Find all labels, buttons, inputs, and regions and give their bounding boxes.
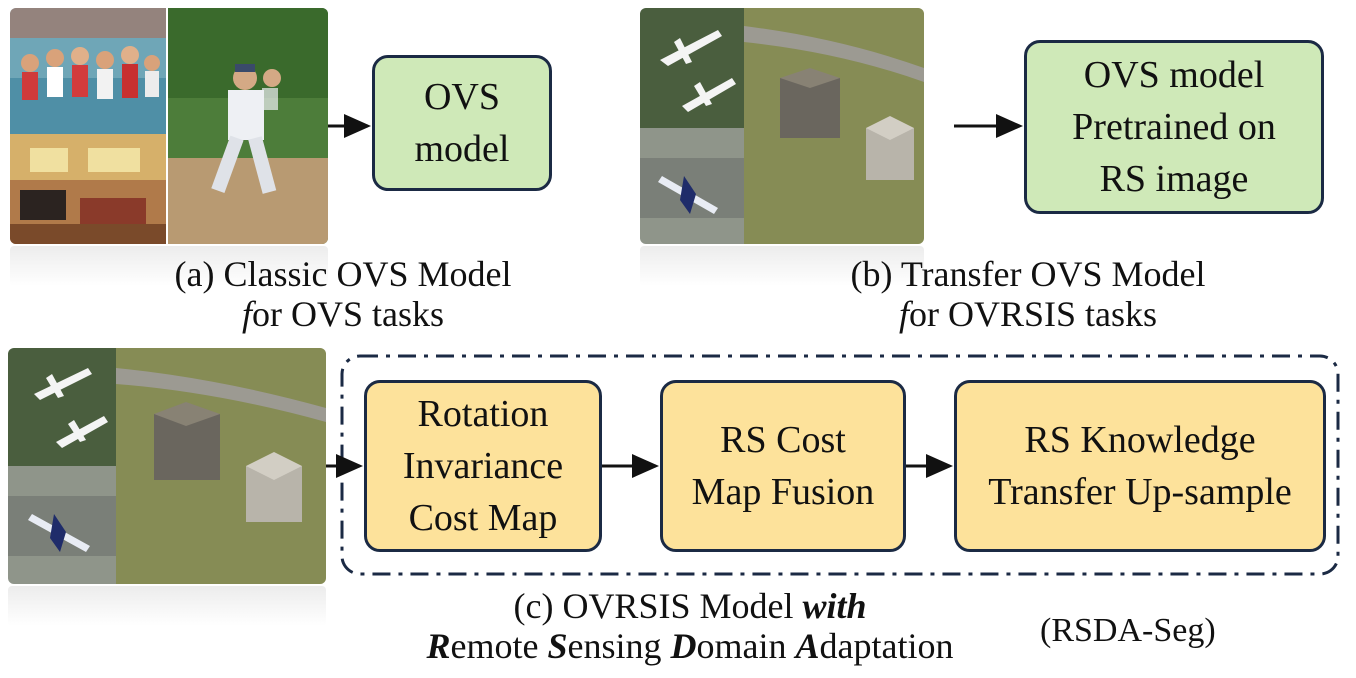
ovs-model-label: OVS model [414, 75, 510, 170]
collage-a-art [10, 8, 328, 244]
ovs-model-box: OVS model [372, 55, 552, 191]
rs-cost-map-fusion-label: RS Cost Map Fusion [691, 418, 875, 513]
ovrsis-rs-image-collage [8, 348, 326, 584]
rsda-seg-tag: (RSDA-Seg) [1040, 612, 1216, 649]
caption-b-line2: for OVRSIS tasks [898, 294, 1158, 335]
classic-ovs-image-collage [10, 8, 328, 244]
rs-cost-map-fusion-box: RS Cost Map Fusion [660, 380, 906, 552]
caption-b: (b) Transfer OVS Model for OVRSIS tasks [800, 254, 1256, 335]
caption-a-line1: (a) Classic OVS Model [174, 254, 512, 294]
pretrained-ovs-model-box: OVS model Pretrained on RS image [1024, 40, 1324, 214]
collage-c-art [8, 348, 326, 584]
collage-a-reflection [10, 246, 328, 286]
caption-a-line2: for OVS tasks [241, 294, 445, 335]
collage-b-reflection [640, 246, 924, 286]
collage-b-art [640, 8, 924, 244]
caption-b-line1: (b) Transfer OVS Model [850, 254, 1206, 294]
caption-c-line2: Remote Sensing Domain Adaptation [426, 626, 954, 667]
caption-c: (c) OVRSIS Model with Remote Sensing Dom… [360, 586, 1020, 667]
caption-a: (a) Classic OVS Model for OVS tasks [128, 254, 558, 335]
rs-knowledge-transfer-label: RS Knowledge Transfer Up-sample [988, 418, 1292, 513]
transfer-rs-image-collage [640, 8, 924, 244]
caption-c-line1: (c) OVRSIS Model with [513, 586, 867, 626]
rotation-invariance-cost-map-box: Rotation Invariance Cost Map [364, 380, 602, 552]
pretrained-ovs-model-label: OVS model Pretrained on RS image [1072, 53, 1276, 201]
collage-c-reflection [8, 586, 326, 626]
rotation-invariance-label: Rotation Invariance Cost Map [402, 392, 564, 540]
rs-knowledge-transfer-box: RS Knowledge Transfer Up-sample [954, 380, 1326, 552]
